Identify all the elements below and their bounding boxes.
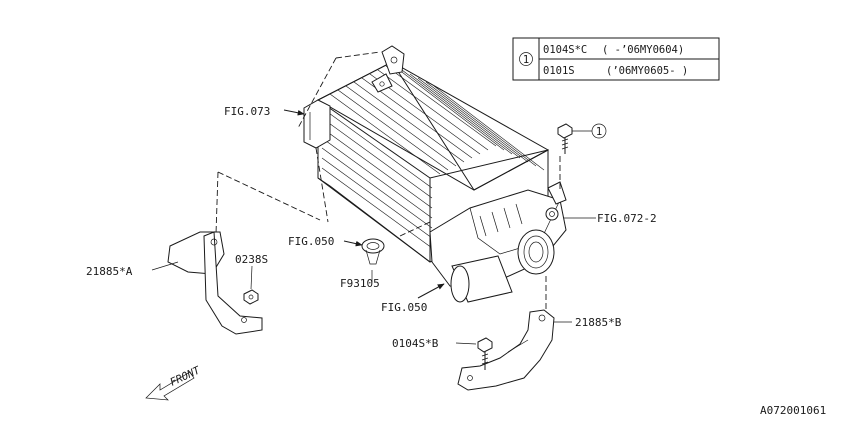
callout-f93105: F93105 bbox=[340, 277, 380, 290]
bracket-21885-b bbox=[457, 309, 555, 391]
legend-table: 1 0104S*C ( -’06MY0604) 0101S (’06MY0605… bbox=[512, 37, 720, 81]
callout-fig-050-bottom: FIG.050 bbox=[381, 301, 427, 314]
callout-fig-072-2: FIG.072-2 bbox=[597, 212, 657, 225]
callout-21885-b: 21885*B bbox=[575, 316, 622, 329]
legend-ref-number: 1 bbox=[523, 54, 529, 66]
leader-lines bbox=[151, 109, 596, 345]
intercooler-core bbox=[303, 45, 550, 263]
legend-ref-circle bbox=[519, 52, 533, 66]
callout-fig-050-top: FIG.050 bbox=[288, 235, 334, 248]
ref-1-marker: 1 bbox=[596, 126, 602, 138]
callout-21885-a: 21885*A bbox=[86, 265, 133, 278]
front-label: FRONT bbox=[168, 364, 202, 389]
front-direction-indicator: FRONT bbox=[145, 364, 203, 401]
callout-fig-073: FIG.073 bbox=[224, 105, 270, 118]
callout-0104s-b: 0104S*B bbox=[392, 337, 439, 350]
callout-0238s: 0238S bbox=[235, 253, 268, 266]
outlet-tank bbox=[429, 181, 567, 303]
legend-row-2-range: (’06MY0605- ) bbox=[606, 65, 688, 77]
legend-row-1-part: 0104S*C bbox=[543, 44, 587, 56]
assembly-dashed-lines bbox=[215, 51, 561, 312]
legend-row-1-range: ( -’06MY0604) bbox=[602, 44, 684, 56]
legend-row-2-part: 0101S bbox=[543, 65, 575, 77]
hose-clamp bbox=[361, 238, 385, 265]
bracket-21885-a bbox=[167, 231, 263, 335]
drawing-number: A072001061 bbox=[760, 404, 826, 417]
bolt-ref-1: 1 bbox=[557, 123, 607, 154]
